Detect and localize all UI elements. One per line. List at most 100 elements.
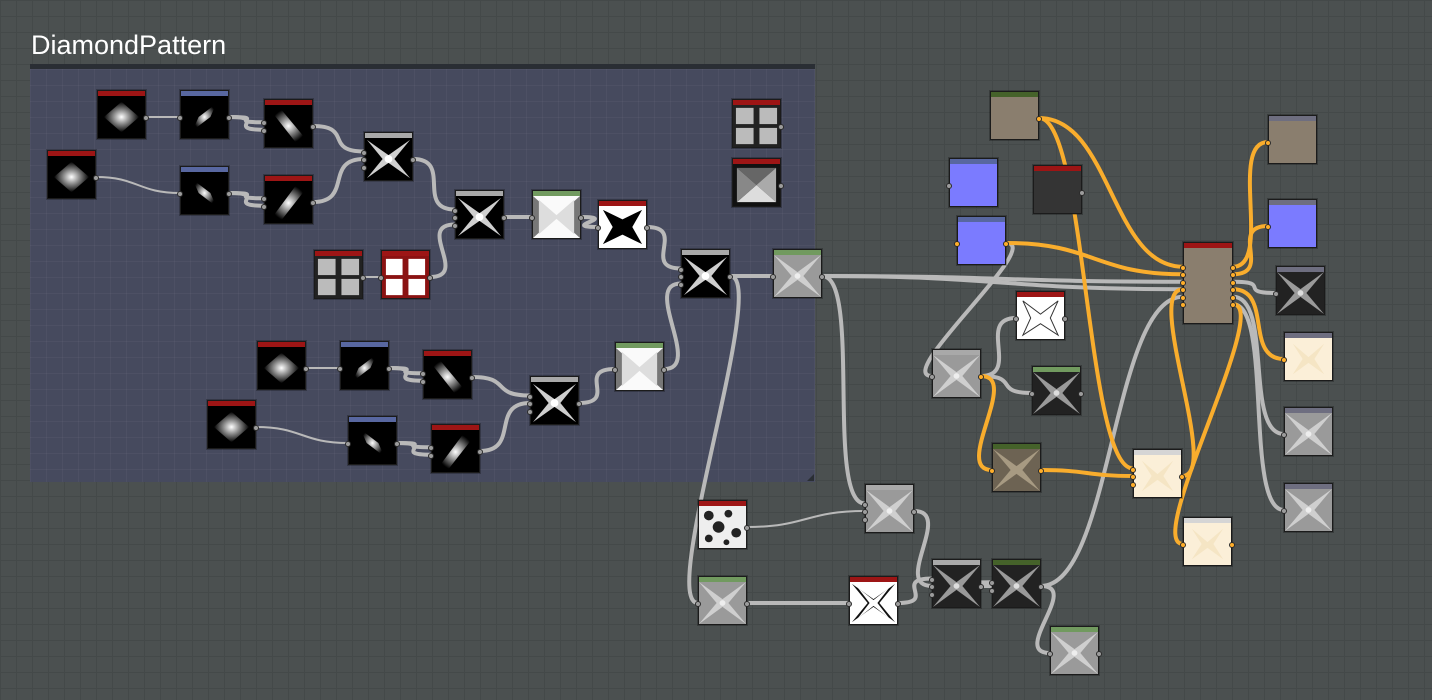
output-pin[interactable]: [911, 509, 917, 515]
output-pin[interactable]: [1062, 316, 1068, 322]
output-pin[interactable]: [386, 366, 392, 372]
input-pin[interactable]: [1265, 224, 1271, 230]
node-output-metallic[interactable]: [1281, 483, 1333, 532]
output-pin[interactable]: [819, 274, 825, 280]
input-pin[interactable]: [862, 516, 868, 523]
input-pin[interactable]: [378, 275, 384, 281]
output-pin[interactable]: [1230, 279, 1236, 286]
connection-wire-orange[interactable]: [1231, 140, 1270, 269]
connection-wire-orange[interactable]: [1037, 116, 1185, 269]
input-pin[interactable]: [1130, 481, 1136, 488]
output-pin[interactable]: [1079, 190, 1085, 196]
input-pin[interactable]: [678, 281, 684, 288]
connection-wire[interactable]: [577, 367, 617, 405]
node-directional-a[interactable]: [261, 99, 316, 148]
output-pin[interactable]: [978, 584, 984, 590]
node-threshold-b[interactable]: [1013, 291, 1068, 340]
node-normal-b[interactable]: [954, 216, 1009, 265]
output-pin[interactable]: [778, 183, 784, 189]
output-pin[interactable]: [1179, 474, 1185, 480]
connection-wire-orange[interactable]: [1004, 241, 1185, 277]
output-pin[interactable]: [410, 157, 416, 163]
connection-wire[interactable]: [227, 191, 266, 208]
output-pin[interactable]: [1038, 468, 1044, 474]
node-base-color[interactable]: [990, 91, 1042, 140]
input-pin[interactable]: [261, 120, 267, 127]
input-pin[interactable]: [1281, 432, 1287, 438]
output-pin[interactable]: [93, 175, 99, 181]
input-pin[interactable]: [989, 580, 995, 587]
node-transform-a[interactable]: [177, 90, 232, 139]
node-curvature[interactable]: [1029, 366, 1084, 415]
output-pin[interactable]: [143, 115, 149, 121]
input-pin[interactable]: [527, 408, 533, 415]
connection-wire[interactable]: [896, 576, 934, 605]
input-pin[interactable]: [1180, 287, 1186, 294]
output-pin[interactable]: [978, 374, 984, 380]
connection-wire[interactable]: [395, 441, 433, 457]
connection-wire-orange[interactable]: [1037, 116, 1135, 471]
output-pin[interactable]: [303, 366, 309, 372]
connection-wire[interactable]: [923, 241, 1015, 378]
node-dark-color[interactable]: [1033, 165, 1085, 214]
node-blend-d[interactable]: [678, 249, 733, 298]
output-pin[interactable]: [1230, 294, 1236, 301]
connection-wire[interactable]: [820, 274, 867, 506]
input-pin[interactable]: [678, 266, 684, 273]
node-shape-a[interactable]: [97, 90, 149, 139]
input-pin[interactable]: [1047, 651, 1053, 657]
input-pin[interactable]: [989, 587, 995, 594]
connection-wire[interactable]: [662, 281, 683, 371]
connection-wire[interactable]: [820, 274, 1185, 292]
frame-title[interactable]: DiamondPattern: [31, 30, 227, 60]
node-ao-a[interactable]: [1130, 449, 1185, 498]
input-pin[interactable]: [527, 393, 533, 400]
node-blend-f[interactable]: [929, 559, 984, 608]
input-pin[interactable]: [527, 401, 533, 407]
input-pin[interactable]: [929, 591, 935, 598]
input-pin[interactable]: [345, 441, 351, 447]
connection-wire[interactable]: [311, 157, 366, 204]
connection-wire[interactable]: [746, 510, 866, 528]
connection-wire[interactable]: [912, 509, 934, 588]
node-blend-e[interactable]: [862, 484, 917, 533]
node-output-ao[interactable]: [1281, 332, 1333, 381]
connection-wire-orange[interactable]: [1039, 468, 1135, 478]
output-pin[interactable]: [1230, 264, 1236, 271]
input-pin[interactable]: [361, 164, 367, 171]
input-pin[interactable]: [846, 601, 852, 607]
connection-wire[interactable]: [255, 426, 349, 444]
connection-wire[interactable]: [1035, 584, 1056, 655]
node-levels-d[interactable]: [695, 576, 750, 625]
input-pin[interactable]: [1130, 474, 1136, 480]
node-threshold-a[interactable]: [595, 200, 650, 249]
input-pin[interactable]: [954, 241, 960, 247]
connection-wire[interactable]: [311, 124, 366, 154]
input-pin[interactable]: [452, 207, 458, 214]
connection-wire-orange[interactable]: [1173, 302, 1243, 546]
input-pin[interactable]: [1013, 316, 1019, 322]
input-pin[interactable]: [1273, 291, 1279, 297]
node-levels-b[interactable]: [612, 342, 667, 391]
output-pin[interactable]: [661, 367, 667, 373]
output-pin[interactable]: [394, 441, 400, 447]
node-colorize[interactable]: [989, 443, 1044, 492]
node-gradient-c[interactable]: [732, 158, 784, 207]
node-directional-b[interactable]: [261, 175, 316, 224]
node-blend-b[interactable]: [452, 190, 507, 239]
input-pin[interactable]: [261, 127, 267, 134]
input-pin[interactable]: [612, 367, 618, 373]
output-pin[interactable]: [1096, 651, 1102, 657]
output-pin[interactable]: [1229, 542, 1235, 548]
input-pin[interactable]: [361, 149, 367, 156]
output-pin[interactable]: [310, 124, 316, 130]
node-directional-d[interactable]: [428, 424, 483, 473]
connection-wire[interactable]: [687, 274, 741, 605]
connection-wire[interactable]: [979, 316, 1018, 378]
node-output-basecolor[interactable]: [1265, 115, 1317, 164]
input-pin[interactable]: [1130, 466, 1136, 473]
node-levels-c[interactable]: [770, 249, 825, 298]
input-pin[interactable]: [946, 183, 952, 189]
node-blend-g[interactable]: [989, 559, 1044, 608]
output-pin[interactable]: [501, 215, 507, 221]
